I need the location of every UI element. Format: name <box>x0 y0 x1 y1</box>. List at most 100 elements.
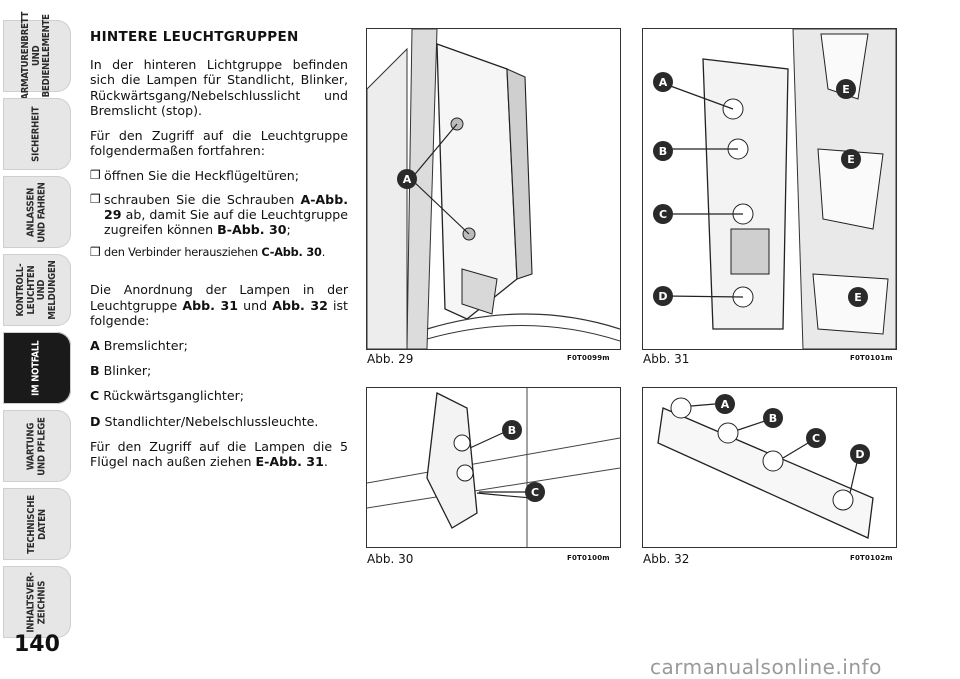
svg-text:D: D <box>855 448 864 461</box>
final-paragraph: Für den Zugriff auf die Lampen die 5 Flü… <box>90 439 348 469</box>
watermark: carmanualsonline.info <box>650 655 882 679</box>
callout-c: C <box>806 428 826 448</box>
step-text-part: ab, damit Sie auf die Leuchtgruppe zugre… <box>104 206 348 238</box>
step-item: ❒ den Verbinder herausziehen C-Abb. 30. <box>90 245 348 260</box>
svg-text:C: C <box>659 208 667 221</box>
svg-text:A: A <box>403 173 412 186</box>
tail-light-removed-drawing: B C <box>367 388 620 547</box>
callout-b: B <box>763 408 783 428</box>
svg-text:A: A <box>659 76 668 89</box>
svg-text:A: A <box>721 398 730 411</box>
figure-31-code: F0T0101m <box>850 354 893 362</box>
tab-armaturenbrett[interactable]: ARMATURENBRETT UND BEDIENELEMENTE <box>3 12 71 100</box>
tab-kontrollleuchten[interactable]: KONTROLL- LEUCHTEN UND MELDUNGEN <box>3 254 71 326</box>
body-text: HINTERE LEUCHTGRUPPEN In der hinteren Li… <box>90 29 348 479</box>
lamp-letter: C <box>90 388 100 404</box>
step-item: ❒ schrauben Sie die Schrauben A-Abb. 29 … <box>90 192 348 238</box>
tab-label: ARMATURENBRETT UND BEDIENELEMENTE <box>20 12 53 100</box>
svg-text:B: B <box>659 145 667 158</box>
callout-d: D <box>653 286 673 306</box>
tab-label: KONTROLL- LEUCHTEN UND MELDUNGEN <box>15 260 58 320</box>
tab-inhaltsverzeichnis[interactable]: INHALTSVER- ZEICHNIS <box>3 566 71 638</box>
svg-text:D: D <box>658 290 667 303</box>
paragraph-part: Die Anordnung der Lampen in der Leuchtgr… <box>90 282 348 313</box>
svg-text:B: B <box>769 412 777 425</box>
step-item: ❒ öffnen Sie die Heckflügeltüren; <box>90 168 348 183</box>
callout-a: A <box>653 72 673 92</box>
figure-29-code: F0T0099m <box>567 354 610 362</box>
paragraph-part: . <box>323 454 328 470</box>
callout-a: A <box>397 169 417 189</box>
lamp-letter: A <box>90 338 100 354</box>
step-text: schrauben Sie die Schrauben A-Abb. 29 ab… <box>104 192 348 238</box>
figure-29-caption: Abb. 29 <box>367 352 414 366</box>
tab-label: TECHNISCHE DATEN <box>25 494 47 554</box>
tab-label: WARTUNG UND PFLEGE <box>25 416 48 476</box>
callout-e: E <box>836 79 856 99</box>
svg-text:E: E <box>842 83 850 96</box>
figure-32-illustration: A B C D <box>642 387 897 548</box>
tab-label: ANLASSEN UND FAHREN <box>25 181 47 243</box>
figure-31-caption: Abb. 31 <box>643 352 690 366</box>
access-paragraph: Für den Zugriff auf die Leuchtgruppe fol… <box>90 128 348 159</box>
paragraph-part: Für den Zugriff auf die Lampen die 5 Flü… <box>90 438 348 470</box>
tab-wartung[interactable]: WARTUNG UND PFLEGE <box>3 410 71 482</box>
step-text-part: den Verbinder herausziehen <box>104 246 258 260</box>
tab-sicherheit[interactable]: SICHERHEIT <box>3 98 71 170</box>
lamp-letter: B <box>90 363 100 379</box>
tail-light-open-drawing: A B C D E E E <box>653 29 896 349</box>
intro-paragraph: In der hinteren Lichtgruppe befinden sic… <box>90 57 348 118</box>
step-text-part: schrauben Sie die Schrauben <box>104 191 295 207</box>
tab-im-notfall[interactable]: IM NOTFALL <box>3 332 71 404</box>
tab-label: INHALTSVER- ZEICHNIS <box>25 571 48 633</box>
lamp-text: Bremslichter; <box>103 338 188 354</box>
callout-c: C <box>653 204 673 224</box>
checkbox-bullet-icon: ❒ <box>90 191 101 206</box>
step-text: öffnen Sie die Heckflügeltüren; <box>104 168 299 184</box>
step-text-part: ; <box>286 222 291 238</box>
callout-b: B <box>653 141 673 161</box>
figure-reference: A-Abb. 29 <box>104 191 348 222</box>
step-text: den Verbinder herausziehen C-Abb. 30. <box>104 245 348 260</box>
door-hinge-drawing: A <box>367 29 620 349</box>
callout-a: A <box>715 394 735 414</box>
svg-text:E: E <box>847 153 855 166</box>
figure-reference: C-Abb. 30 <box>261 246 322 260</box>
arrangement-paragraph: Die Anordnung der Lampen in der Leuchtgr… <box>90 282 348 328</box>
checkbox-bullet-icon: ❒ <box>90 168 101 183</box>
tab-technische-daten[interactable]: TECHNISCHE DATEN <box>3 488 71 560</box>
lamp-letter: D <box>90 413 101 429</box>
callout-e: E <box>848 287 868 307</box>
section-heading: HINTERE LEUCHTGRUPPEN <box>90 29 299 45</box>
figure-reference: Abb. 31 <box>182 297 238 313</box>
checkbox-bullet-icon: ❒ <box>90 245 101 260</box>
callout-b: B <box>502 420 522 440</box>
figure-31-illustration: A B C D E E E <box>642 28 897 350</box>
tab-anlassen[interactable]: ANLASSEN UND FAHREN <box>3 176 71 248</box>
figure-29-illustration: A <box>366 28 621 350</box>
lamp-text: Blinker; <box>103 363 152 379</box>
step-text-part: . <box>321 246 326 260</box>
callout-d: D <box>850 444 870 464</box>
lamp-text: Rückwärtsganglichter; <box>103 388 245 404</box>
svg-text:C: C <box>531 486 539 499</box>
svg-text:C: C <box>812 432 820 445</box>
callout-e: E <box>841 149 861 169</box>
svg-text:E: E <box>854 291 862 304</box>
paragraph-part: ist folgende: <box>90 297 348 328</box>
lamp-text: Standlichter/Nebelschlussleuchte. <box>104 413 319 429</box>
lamp-holder-drawing: A B C D <box>657 394 874 539</box>
figure-reference: E-Abb. 31 <box>255 454 324 470</box>
page-number: 140 <box>14 632 60 657</box>
figure-reference: Abb. 32 <box>272 297 328 313</box>
figure-30-code: F0T0100m <box>567 554 610 562</box>
callout-c: C <box>525 482 545 502</box>
figure-32-code: F0T0102m <box>850 554 893 562</box>
svg-text:B: B <box>508 424 516 437</box>
figure-30-caption: Abb. 30 <box>367 552 414 566</box>
figure-30-illustration: B C <box>366 387 621 548</box>
